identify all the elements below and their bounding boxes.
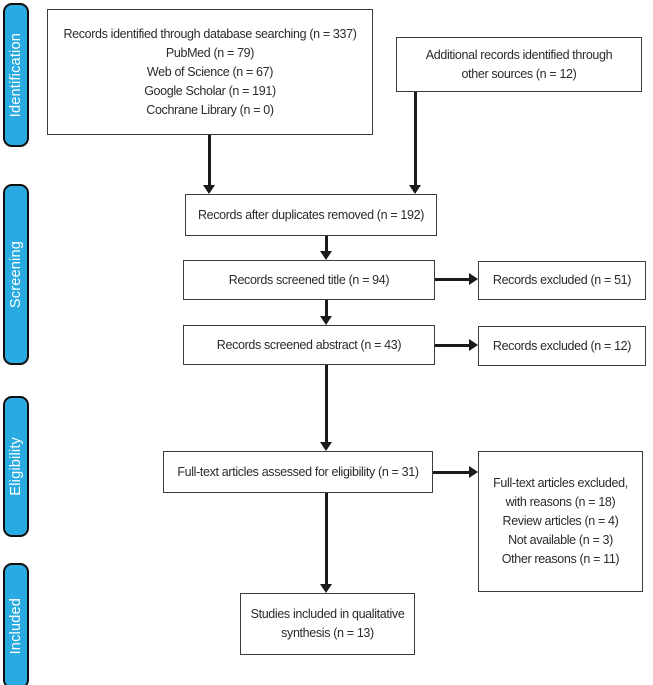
- arrowhead: [320, 251, 332, 260]
- box-text-line: Additional records identified through: [425, 47, 613, 62]
- stage-eligibility-label: Eligibility: [8, 437, 24, 496]
- arrowhead: [320, 442, 332, 451]
- stage-eligibility: Eligibility: [3, 396, 29, 537]
- arrow-line: [325, 493, 328, 584]
- box-text-line: Records after duplicates removed (n = 19…: [197, 207, 425, 222]
- box-records-identified: Records identified through database sear…: [47, 9, 373, 135]
- stage-included-label: Included: [8, 597, 24, 655]
- box-text-line: Not available (n = 3): [508, 533, 613, 547]
- box-excluded-abstract: Records excluded (n = 12): [478, 326, 646, 366]
- box-text-line: Records screened title (n = 94): [228, 272, 390, 287]
- stage-included: Included: [3, 563, 29, 685]
- arrow-line: [433, 471, 469, 474]
- box-included-qualitative: Studies included in qualitative synthesi…: [240, 593, 415, 655]
- arrowhead: [469, 273, 478, 285]
- box-text-line: Records screened abstract (n = 43): [216, 337, 402, 352]
- arrowhead: [469, 339, 478, 351]
- stage-screening: Screening: [3, 184, 29, 365]
- box-text-line: Studies included in qualitative: [250, 607, 405, 621]
- box-text-line: Full-text articles excluded,: [493, 476, 628, 490]
- arrow-line: [208, 135, 211, 185]
- box-text-line: PubMed (n = 79): [165, 45, 255, 60]
- box-text-line: Other reasons (n = 11): [501, 552, 620, 566]
- box-text-line: other sources (n = 12): [461, 66, 577, 81]
- arrowhead: [203, 185, 215, 194]
- arrow-line: [325, 236, 328, 251]
- arrow-line: [435, 344, 469, 347]
- box-duplicates-removed: Records after duplicates removed (n = 19…: [185, 194, 437, 236]
- box-screened-title: Records screened title (n = 94): [183, 260, 435, 300]
- box-text-line: Web of Science (n = 67): [146, 64, 274, 79]
- box-additional-records: Additional records identified through ot…: [396, 37, 642, 92]
- arrow-line: [435, 278, 469, 281]
- arrow-line: [414, 92, 417, 185]
- stage-screening-label: Screening: [8, 240, 24, 309]
- box-fulltext-assessed: Full-text articles assessed for eligibil…: [163, 451, 433, 493]
- box-text-line: Records excluded (n = 51): [492, 273, 632, 287]
- box-screened-abstract: Records screened abstract (n = 43): [183, 325, 435, 365]
- arrowhead: [469, 466, 478, 478]
- box-text-line: Records identified through database sear…: [63, 26, 357, 41]
- box-text-line: Cochrane Library (n = 0): [146, 102, 274, 117]
- arrowhead: [320, 316, 332, 325]
- stage-identification-label: Identification: [8, 32, 24, 118]
- box-text-line: synthesis (n = 13): [281, 626, 374, 640]
- box-text-line: Full-text articles assessed for eligibil…: [177, 464, 419, 479]
- arrow-line: [325, 300, 328, 316]
- arrowhead: [409, 185, 421, 194]
- stage-identification: Identification: [3, 3, 29, 147]
- arrow-line: [325, 365, 328, 442]
- arrowhead: [320, 584, 332, 593]
- box-text-line: Google Scholar (n = 191): [144, 83, 276, 98]
- box-text-line: with reasons (n = 18): [505, 495, 616, 509]
- box-text-line: Records excluded (n = 12): [492, 338, 632, 353]
- box-text-line: Review articles (n = 4): [502, 514, 619, 528]
- box-fulltext-excluded: Full-text articles excluded, with reason…: [478, 451, 643, 592]
- box-excluded-title: Records excluded (n = 51): [478, 261, 646, 300]
